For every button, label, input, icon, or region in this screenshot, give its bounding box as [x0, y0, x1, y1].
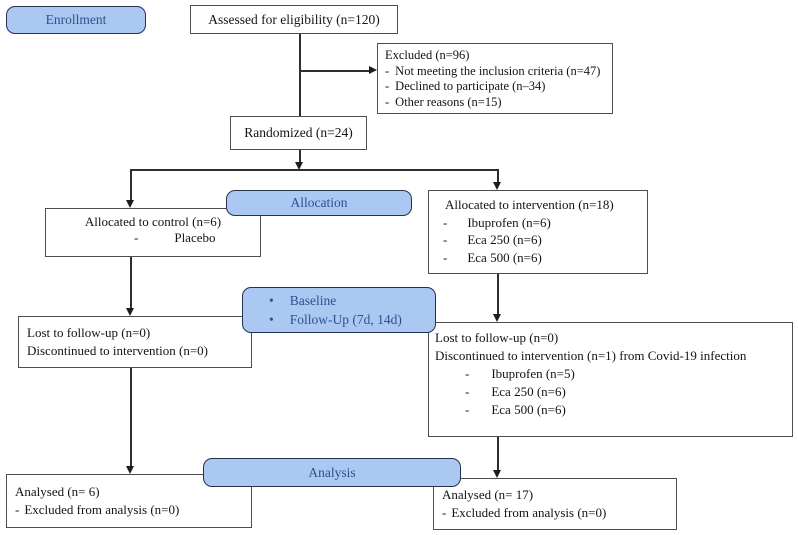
analysed-control-line2-label: Excluded from analysis (n=0) [24, 502, 180, 517]
followup-intervention-item: - Eca 250 (n=6) [435, 383, 786, 401]
dash-icon: - [385, 79, 390, 93]
randomized-label: Randomized (n=24) [244, 125, 353, 140]
intervention-item-label: Ibuprofen (n=6) [467, 214, 551, 230]
followup-intervention-item-label: Ibuprofen (n=5) [491, 366, 575, 381]
connector-intervention-to-followup [497, 274, 499, 315]
assessed-box: Assessed for eligibility (n=120) [190, 5, 398, 34]
analysis-stage-badge: Analysis [203, 458, 461, 487]
excluded-title: Excluded (n=96) [385, 48, 470, 62]
randomized-box: Randomized (n=24) [230, 116, 367, 150]
connector-control-to-followup [130, 257, 132, 309]
excluded-item: - Other reasons (n=15) [385, 95, 605, 111]
intervention-allocation-box: Allocated to intervention (n=18) - Ibupr… [428, 190, 648, 274]
followup-control-line: Lost to follow-up (n=0) [27, 325, 151, 340]
analysed-intervention-box: Analysed (n= 17) - Excluded from analysi… [433, 478, 677, 530]
control-title: Allocated to control (n=6) [84, 214, 222, 229]
bullet-icon: • [269, 293, 274, 308]
allocation-stage-label: Allocation [290, 195, 348, 210]
intervention-item: - Eca 500 (n=6) [429, 249, 647, 267]
excluded-item-label: Not meeting the inclusion criteria (n=47… [395, 63, 601, 78]
dash-icon: - [385, 94, 390, 109]
connector-to-excluded [299, 70, 370, 72]
intervention-item: - Eca 250 (n=6) [429, 231, 647, 249]
arrowhead-control [126, 200, 134, 208]
intervention-item: - Ibuprofen (n=6) [429, 214, 647, 232]
connector-randomized-down [299, 150, 301, 164]
followup-bullet-row: • Follow-Up (7d, 14d) [269, 310, 402, 329]
arrowhead-analysed-intervention [493, 470, 501, 478]
connector-branch-to-intervention [497, 169, 499, 183]
followup-label: Follow-Up (7d, 14d) [289, 312, 402, 327]
analysed-intervention-line1: Analysed (n= 17) [442, 487, 534, 502]
arrowhead-intervention [493, 182, 501, 190]
connector-followup-to-analysed-control [130, 368, 132, 467]
followup-intervention-box: Lost to follow-up (n=0) Discontinued to … [428, 322, 793, 437]
dash-icon: - [465, 366, 470, 381]
followup-intervention-line: Lost to follow-up (n=0) [435, 330, 559, 345]
baseline-stage-badge: • Baseline • Follow-Up (7d, 14d) [242, 287, 436, 333]
dash-icon: - [442, 505, 447, 520]
analysed-intervention-line2: - Excluded from analysis (n=0) [442, 504, 668, 522]
baseline-label: Baseline [289, 293, 337, 308]
arrowhead-followup-intervention [493, 314, 501, 322]
followup-intervention-item: - Ibuprofen (n=5) [435, 365, 786, 383]
connector-followup-to-analysed-intervention [497, 437, 499, 471]
dash-icon: - [465, 384, 470, 399]
arrowhead-followup-control [126, 308, 134, 316]
analysed-control-line1: Analysed (n= 6) [15, 484, 100, 499]
control-item-label: Placebo [174, 230, 216, 245]
analysis-stage-label: Analysis [308, 464, 356, 480]
dash-icon: - [443, 232, 448, 247]
branch-line [130, 169, 498, 171]
followup-intervention-item: - Eca 500 (n=6) [435, 401, 786, 419]
allocation-stage-badge: Allocation [226, 190, 412, 216]
dash-icon: - [465, 402, 470, 417]
followup-intervention-line: Discontinued to intervention (n=1) from … [435, 348, 747, 363]
control-allocation-box: Allocated to control (n=6) - Placebo [45, 208, 261, 257]
dash-icon: - [385, 63, 390, 78]
bullet-icon: • [269, 312, 274, 327]
intervention-item-label: Eca 250 (n=6) [467, 232, 542, 247]
excluded-item: - Declined to participate (n–34) [385, 79, 605, 95]
analysed-intervention-line2-label: Excluded from analysis (n=0) [451, 505, 607, 520]
enrollment-stage-badge: Enrollment [6, 6, 146, 34]
intervention-title: Allocated to intervention (n=18) [445, 197, 614, 212]
intervention-item-label: Eca 500 (n=6) [467, 249, 542, 265]
connector-branch-to-control [130, 169, 132, 201]
followup-control-line: Discontinued to intervention (n=0) [27, 343, 208, 358]
assessed-label: Assessed for eligibility (n=120) [208, 11, 380, 27]
dash-icon: - [134, 230, 139, 245]
followup-control-box: Lost to follow-up (n=0) Discontinued to … [18, 316, 252, 368]
followup-intervention-item-label: Eca 250 (n=6) [491, 384, 566, 399]
excluded-item-label: Other reasons (n=15) [395, 94, 502, 109]
dash-icon: - [443, 214, 448, 230]
dash-icon: - [15, 502, 20, 517]
dash-icon: - [443, 249, 448, 265]
excluded-box: Excluded (n=96) - Not meeting the inclus… [377, 43, 613, 114]
arrowhead-branch [295, 162, 303, 170]
excluded-item: - Not meeting the inclusion criteria (n=… [385, 64, 605, 80]
arrowhead-analysed-control [126, 466, 134, 474]
arrowhead-excluded [369, 66, 377, 74]
control-item: - Placebo [46, 230, 260, 246]
excluded-item-label: Declined to participate (n–34) [395, 79, 546, 93]
followup-intervention-item-label: Eca 500 (n=6) [491, 402, 566, 417]
baseline-bullet-row: • Baseline [269, 291, 336, 310]
enrollment-stage-label: Enrollment [45, 12, 107, 27]
analysed-control-line2: - Excluded from analysis (n=0) [15, 501, 243, 519]
connector-assessed-to-randomized [299, 34, 301, 116]
